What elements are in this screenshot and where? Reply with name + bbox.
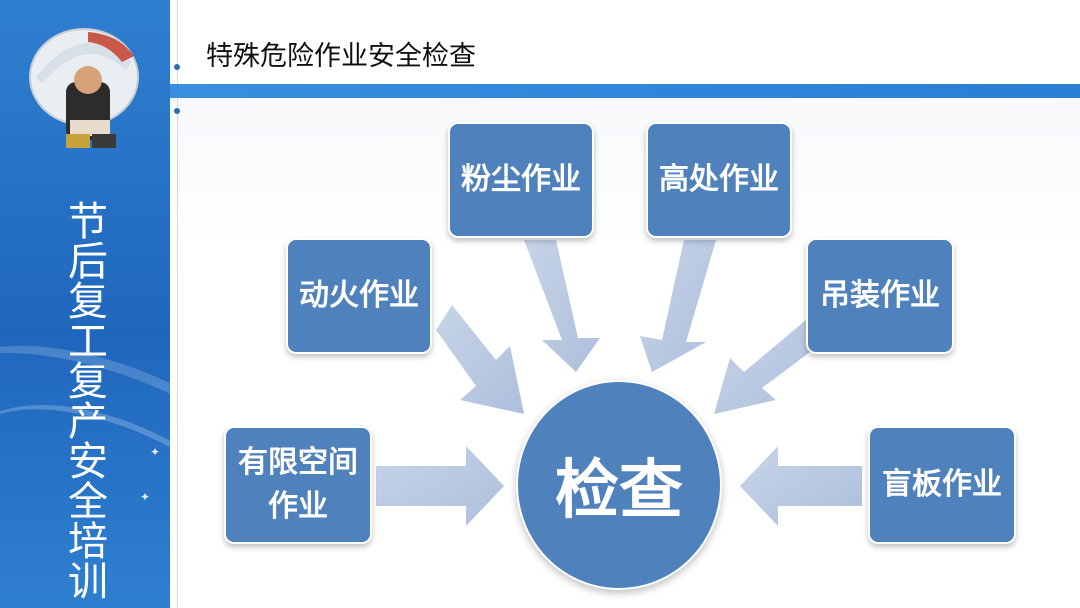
- arrow-height: [640, 240, 716, 372]
- node-lifting-operation-label: 吊装作业: [820, 274, 940, 318]
- node-dust-operation-label: 粉尘作业: [461, 158, 581, 202]
- arrow-lifting: [714, 320, 818, 414]
- node-confined-label-line2: 作业: [268, 485, 328, 529]
- node-dust-operation: 粉尘作业: [448, 122, 594, 238]
- center-inspection-node: 检查: [516, 380, 722, 590]
- node-confined-label-line1: 有限空间: [238, 441, 358, 485]
- node-fire-operation-label: 动火作业: [299, 274, 419, 318]
- arrow-blind-plate: [740, 446, 862, 526]
- node-height-operation-label: 高处作业: [659, 158, 779, 202]
- node-blind-plate-operation: 盲板作业: [868, 426, 1016, 544]
- arrow-fire: [436, 305, 524, 414]
- node-confined-space-operation: 有限空间 作业: [224, 426, 372, 544]
- node-lifting-operation: 吊装作业: [806, 238, 954, 354]
- arrow-dust: [524, 240, 600, 372]
- node-fire-operation: 动火作业: [286, 238, 432, 354]
- arrow-confined: [376, 446, 504, 526]
- node-height-operation: 高处作业: [646, 122, 792, 238]
- node-blind-plate-label: 盲板作业: [882, 463, 1002, 507]
- center-label: 检查: [555, 439, 683, 531]
